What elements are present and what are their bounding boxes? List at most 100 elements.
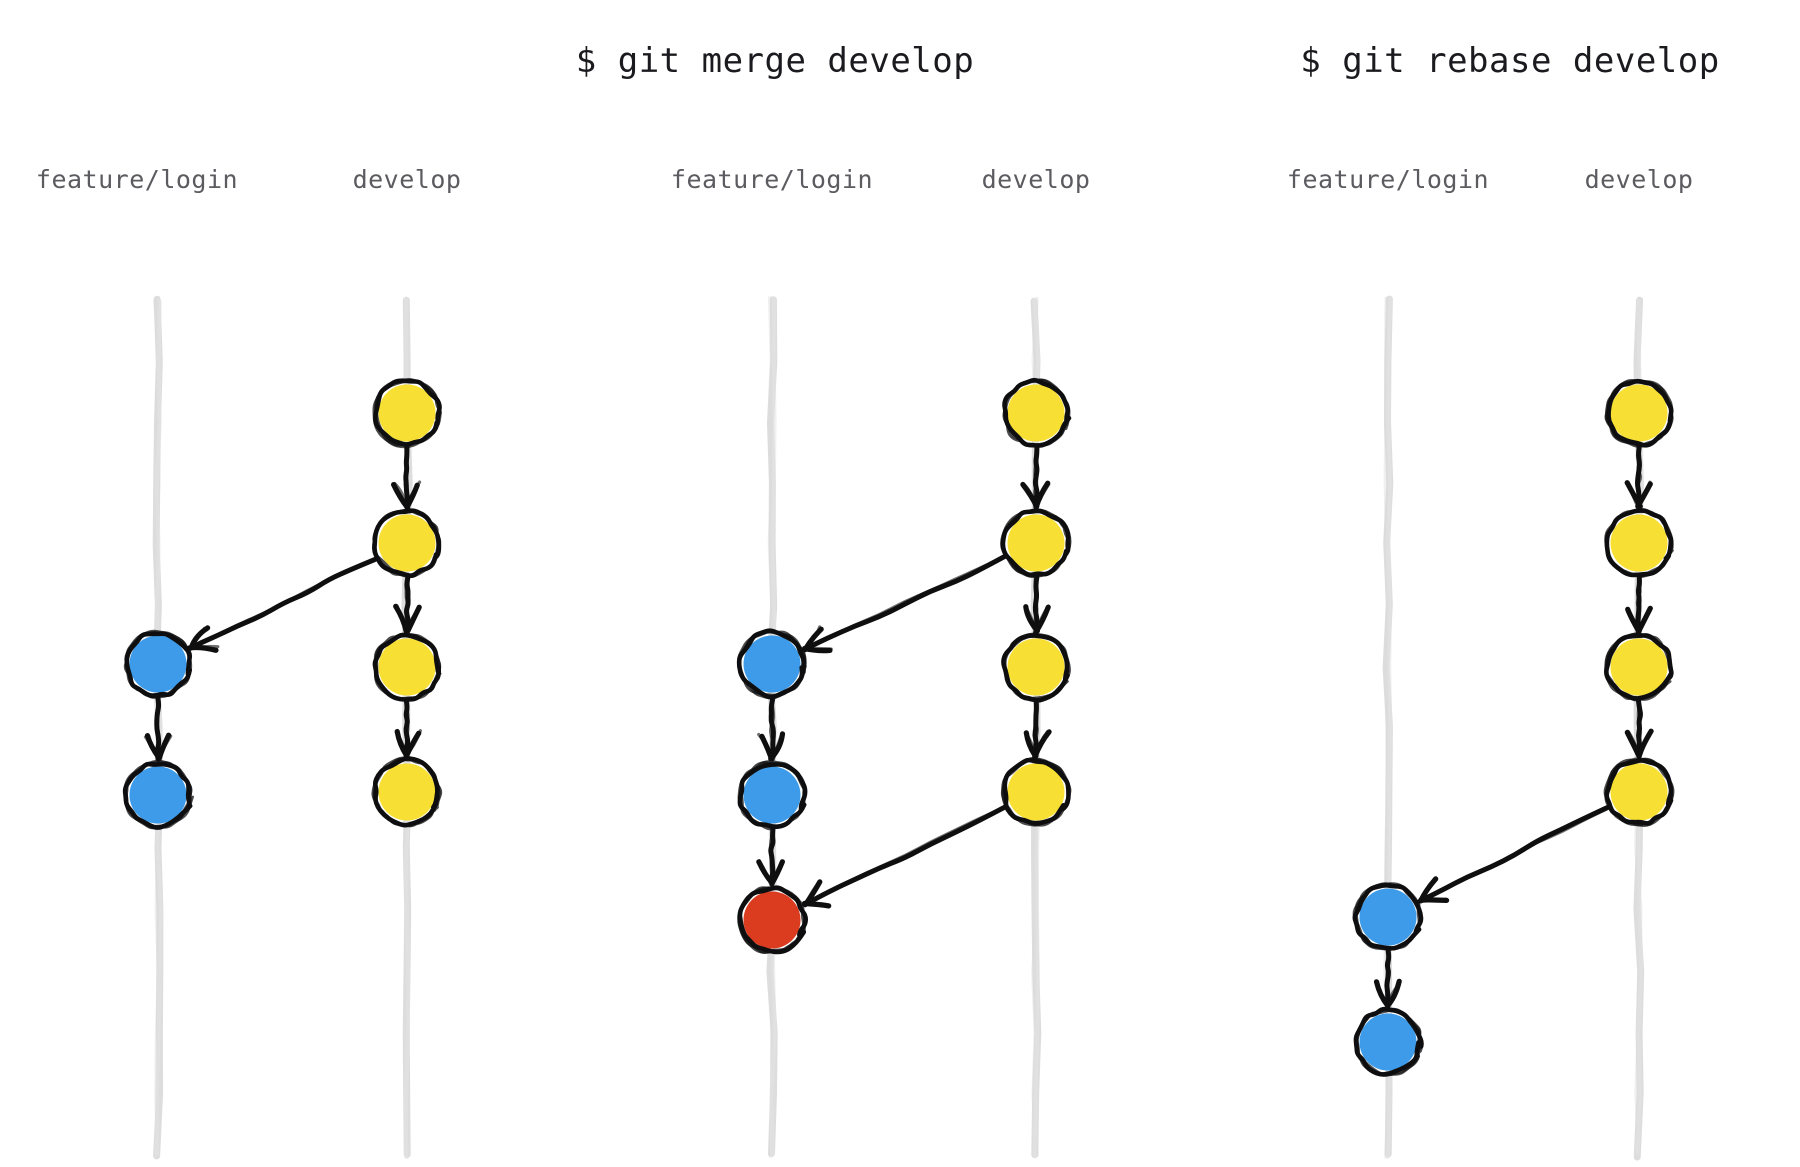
edge-merge-d2-d3-shaft (1033, 575, 1039, 633)
commit-hit-f1[interactable] (736, 628, 808, 700)
commit-f2-ring (737, 761, 806, 830)
edge-rebase-f1-f2-shaft (1385, 949, 1391, 1008)
commit-node-before-f2[interactable] (122, 759, 194, 831)
commit-node-rebase-d4[interactable] (1603, 756, 1675, 828)
edge-rebase-d1-d2-head (1636, 480, 1652, 509)
branch-label-develop: develop (353, 165, 462, 194)
commit-hit-f1[interactable] (122, 628, 194, 700)
commit-f1-ring (737, 630, 807, 697)
edges-rebase (1373, 444, 1654, 1009)
commit-f1-fill (1359, 888, 1417, 946)
commit-f2-ring (124, 759, 194, 829)
commit-node-merge-f1[interactable] (736, 628, 808, 700)
commit-d1-fill (1610, 384, 1668, 442)
commit-d1-ring (1604, 379, 1674, 448)
commit-hit-d4[interactable] (371, 756, 443, 828)
commit-node-before-d3[interactable] (371, 631, 443, 703)
commit-f2-fill (743, 766, 801, 824)
commit-hit-f1[interactable] (1352, 881, 1424, 953)
commit-node-rebase-f1[interactable] (1352, 881, 1424, 953)
edge-before-d3-d4-head (404, 729, 422, 758)
commit-f2-fill (129, 766, 187, 824)
commit-d1-fill (1007, 384, 1065, 442)
commit-node-rebase-d2[interactable] (1603, 507, 1675, 579)
commit-node-before-f1[interactable] (122, 628, 194, 700)
edge-merge-d4-m1-shaft (802, 805, 1008, 906)
commit-hit-d4[interactable] (1603, 756, 1675, 828)
edge-merge-d4-m1-head (802, 901, 831, 907)
commit-d2-ring (1001, 509, 1072, 578)
commit-node-before-d4[interactable] (371, 756, 443, 828)
commit-hit-d1[interactable] (371, 377, 443, 449)
edge-merge-f2-m1-head (770, 859, 784, 885)
commit-node-merge-d2[interactable] (1000, 507, 1072, 579)
branch-label-feature-login: feature/login (671, 165, 873, 194)
commit-hit-d3[interactable] (1603, 631, 1675, 703)
edge-before-d2-d3-shaft (404, 575, 409, 633)
edge-before-d3-d4-shaft (405, 699, 410, 758)
edge-merge-d1-d2-head (1034, 482, 1051, 510)
commit-node-merge-d4[interactable] (1000, 756, 1072, 828)
commit-d1-fill (378, 384, 436, 442)
edge-before-d2-f1-head (189, 644, 220, 650)
commit-hit-d3[interactable] (371, 631, 443, 703)
edge-before-f1-f2-shaft (155, 696, 161, 761)
edge-merge-d2-d3-head (1035, 604, 1050, 632)
commit-hit-d3[interactable] (1000, 631, 1072, 703)
lane-line-feature-login (154, 299, 163, 1156)
branch-label-feature-login: feature/login (1287, 165, 1489, 194)
commit-hit-f2[interactable] (736, 759, 808, 831)
commit-d3-fill (378, 638, 436, 696)
edge-rebase-f1-f2-head (1385, 983, 1401, 1008)
commit-m1-fill (743, 891, 801, 949)
commit-d3-ring (373, 633, 442, 701)
commits-before (122, 377, 443, 831)
edge-merge-d3-d4-shaft (1033, 699, 1039, 758)
commit-hit-d1[interactable] (1603, 377, 1675, 449)
commit-node-before-d1[interactable] (371, 377, 443, 449)
commit-d2-fill (378, 514, 436, 572)
edge-merge-f1-f2-shaft (769, 696, 776, 761)
commit-f1-fill (743, 635, 801, 693)
commit-f1-ring (123, 629, 191, 699)
edge-merge-d3-d4-head (1034, 730, 1049, 758)
commit-hit-d1[interactable] (1000, 377, 1072, 449)
edge-merge-f2-m1-head (757, 859, 773, 887)
panel-before: feature/login develop (36, 165, 462, 1160)
commit-f2-ring (1353, 1008, 1422, 1077)
commit-f1-ring (1354, 882, 1423, 951)
commit-node-before-d2[interactable] (371, 507, 443, 579)
commit-hit-d2[interactable] (1603, 507, 1675, 579)
commit-d4-fill (1007, 763, 1065, 821)
edge-rebase-d2-d3-head (1638, 606, 1651, 634)
edge-before-d1-d2-shaft (403, 445, 410, 509)
branch-label-feature-login: feature/login (36, 165, 238, 194)
commit-node-rebase-d3[interactable] (1603, 631, 1675, 703)
commit-d1-ring (1002, 378, 1070, 448)
commit-hit-m1[interactable] (736, 884, 808, 956)
commit-d2-fill (1610, 514, 1668, 572)
commit-hit-d2[interactable] (371, 507, 443, 579)
commit-node-merge-d1[interactable] (1000, 377, 1072, 449)
commit-d4-ring (1604, 757, 1674, 827)
commit-node-rebase-f2[interactable] (1352, 1006, 1424, 1078)
commit-d4-fill (1610, 763, 1668, 821)
edge-rebase-d1-d2-shaft (1636, 445, 1643, 509)
edge-rebase-d3-d4-head (1637, 733, 1651, 759)
commit-hit-d2[interactable] (1000, 507, 1072, 579)
commit-node-merge-m1[interactable] (736, 884, 808, 956)
edge-rebase-d3-d4-shaft (1636, 699, 1643, 758)
commit-node-rebase-d1[interactable] (1603, 377, 1675, 449)
commit-node-merge-f2[interactable] (736, 759, 808, 831)
commits-merge (736, 377, 1072, 956)
commit-hit-d4[interactable] (1000, 756, 1072, 828)
commit-node-merge-d3[interactable] (1000, 631, 1072, 703)
commit-hit-f2[interactable] (122, 759, 194, 831)
commit-hit-f2[interactable] (1352, 1006, 1424, 1078)
commit-d4-fill (378, 763, 436, 821)
commit-d2-fill (1007, 514, 1065, 572)
edge-rebase-d4-f1-head (1418, 897, 1448, 904)
commit-f2-fill (1359, 1013, 1417, 1071)
